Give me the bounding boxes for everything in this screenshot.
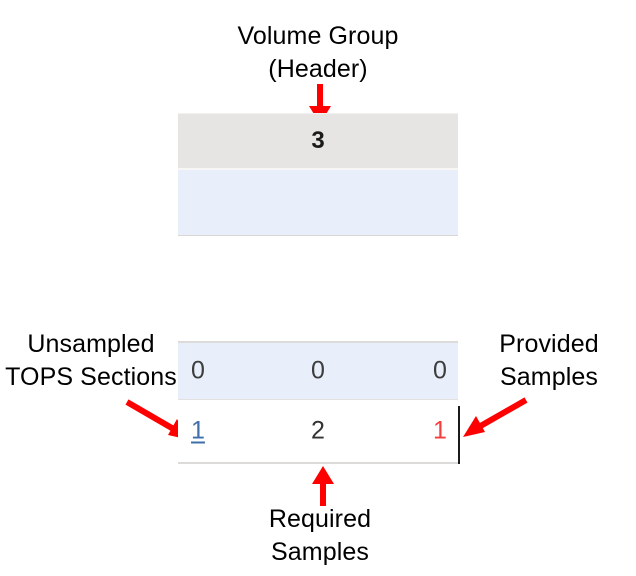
callout-left-line1: Unsampled	[27, 330, 155, 358]
active-cell-caret	[458, 406, 460, 464]
provided-samples-value[interactable]: 1	[433, 416, 447, 445]
callout-bottom-line1: Required	[268, 505, 372, 533]
callout-unsampled-tops-sections: Unsampled TOPS Sections	[2, 328, 180, 394]
required-samples-total: 0	[311, 356, 325, 385]
callout-header-line2: (Header)	[268, 55, 368, 83]
callout-header-line1: Volume Group	[237, 22, 399, 50]
unsampled-tops-sections-total: 0	[191, 356, 205, 385]
callout-left-line2: TOPS Sections	[5, 363, 177, 391]
callout-right-line1: Provided	[499, 330, 599, 358]
callout-bottom-line2: Samples	[271, 538, 369, 566]
unsampled-tops-sections-link[interactable]: 1	[191, 416, 205, 445]
volume-group-count-value: 3	[311, 127, 325, 154]
red-diagonal-arrow-down-left-icon	[463, 397, 528, 437]
volume-group-header-grid: 3	[178, 113, 458, 239]
samples-summary-grid: 0 0 0 1 2 1	[178, 341, 458, 466]
required-samples-value[interactable]: 2	[311, 416, 325, 445]
entry-row[interactable]: 1 2 1	[178, 400, 458, 464]
grid-header-row[interactable]: 3	[178, 113, 458, 170]
totals-row[interactable]: 0 0 0	[178, 341, 458, 400]
callout-required-samples: Required Samples	[220, 503, 420, 569]
callout-right-line2: Samples	[500, 363, 598, 391]
provided-samples-total: 0	[433, 356, 447, 385]
grid-data-row[interactable]	[178, 170, 458, 236]
red-up-arrow-icon	[312, 466, 334, 506]
callout-volume-group-header: Volume Group (Header)	[168, 20, 468, 86]
callout-provided-samples: Provided Samples	[466, 328, 632, 394]
